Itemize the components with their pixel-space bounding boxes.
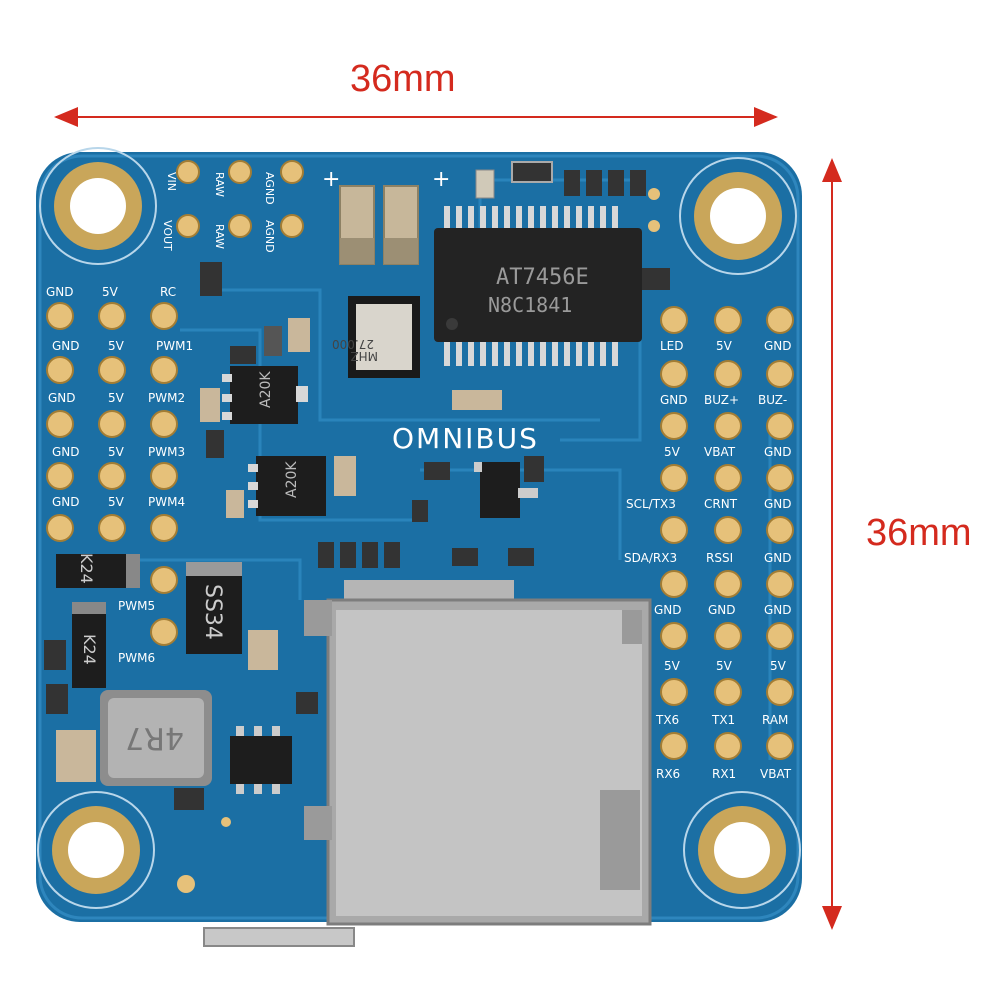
right-c2-label-8: RX1 xyxy=(712,767,736,781)
transistor xyxy=(474,462,538,518)
right-c3-label-8: VBAT xyxy=(760,767,792,781)
left-label-6: GND xyxy=(48,391,76,405)
mounting-hole-tl xyxy=(39,147,157,265)
diode-k24-b: K24 xyxy=(72,602,106,688)
height-dimension-label: 36mm xyxy=(866,512,972,554)
regulator-b: A20K xyxy=(248,456,326,516)
diode-k24-a: K24 xyxy=(56,553,140,588)
top-pads xyxy=(176,160,304,238)
right-c1-label-5: GND xyxy=(654,603,682,617)
left-label-12: GND xyxy=(52,495,80,509)
right-c1-label-0: LED xyxy=(660,339,684,353)
right-c2-label-7: TX1 xyxy=(711,713,735,727)
crystal-marking-1: 27.000 xyxy=(332,337,374,351)
left-label-0: GND xyxy=(46,285,74,299)
vias xyxy=(221,188,660,827)
mounting-hole-bl xyxy=(37,791,155,909)
right-c3-label-6: 5V xyxy=(770,659,787,673)
right-c1-label-4: SDA/RX3 xyxy=(624,551,677,565)
osd-chip: AT7456E N8C1841 xyxy=(434,206,642,366)
right-c1-label-6: 5V xyxy=(664,659,681,673)
label-raw-2: RAW xyxy=(213,224,226,249)
left-label-10: 5V xyxy=(108,445,125,459)
crystal-oscillator: 27.000 MHZ xyxy=(332,296,420,378)
mounting-hole-tr xyxy=(679,157,797,275)
label-plus-2: + xyxy=(432,167,450,192)
right-c3-label-7: RAM xyxy=(762,713,788,727)
right-c1-label-2: 5V xyxy=(664,445,681,459)
left-label-14: PWM4 xyxy=(148,495,185,509)
left-label-5: PWM1 xyxy=(156,339,193,353)
usb-connector xyxy=(177,875,355,947)
mosfet xyxy=(230,726,292,794)
right-c3-label-2: GND xyxy=(764,445,792,459)
label-vin: VIN xyxy=(165,172,178,191)
inductor-marking: 4R7 xyxy=(125,720,184,755)
right-c2-label-2: VBAT xyxy=(704,445,736,459)
osd-chip-marking-1: AT7456E xyxy=(496,265,589,290)
label-plus-1: + xyxy=(322,167,340,192)
right-c2-label-4: RSSI xyxy=(706,551,733,565)
width-dimension-label: 36mm xyxy=(350,58,456,100)
right-c3-label-1: BUZ- xyxy=(758,393,787,407)
smd-components xyxy=(44,161,670,810)
left-label-11: PWM3 xyxy=(148,445,185,459)
left-label-13: 5V xyxy=(108,495,125,509)
right-c2-label-1: BUZ+ xyxy=(704,393,739,407)
right-c1-label-3: SCL/TX3 xyxy=(626,497,676,511)
mounting-hole-br xyxy=(683,791,801,909)
right-c2-label-6: 5V xyxy=(716,659,733,673)
diode-ss34-marking: SS34 xyxy=(200,584,225,640)
right-c1-label-8: RX6 xyxy=(656,767,680,781)
right-c1-label-1: GND xyxy=(660,393,688,407)
board-name: OMNIBUS xyxy=(392,422,539,455)
inductor: 4R7 xyxy=(100,690,212,786)
label-agnd-1: AGND xyxy=(263,172,276,205)
left-label-1: 5V xyxy=(102,285,119,299)
diode-ss34: SS34 xyxy=(186,562,242,654)
osd-chip-marking-2: N8C1841 xyxy=(488,293,572,317)
regulator-a: A20K xyxy=(222,366,308,424)
right-c3-label-5: GND xyxy=(764,603,792,617)
right-c3-label-3: GND xyxy=(764,497,792,511)
right-c2-label-5: GND xyxy=(708,603,736,617)
left-label-pwm6: PWM6 xyxy=(118,651,155,665)
left-label-2: RC xyxy=(160,285,176,299)
right-header-pads xyxy=(660,306,794,760)
left-header-pads xyxy=(46,302,178,646)
right-c2-label-3: CRNT xyxy=(704,497,738,511)
diode-k24-b-marking: K24 xyxy=(80,634,99,665)
label-raw-1: RAW xyxy=(213,172,226,197)
right-c1-label-7: TX6 xyxy=(655,713,679,727)
left-label-3: GND xyxy=(52,339,80,353)
left-label-7: 5V xyxy=(108,391,125,405)
left-label-8: PWM2 xyxy=(148,391,185,405)
regulator-a-marking: A20K xyxy=(258,371,274,408)
right-c3-label-0: GND xyxy=(764,339,792,353)
label-vout: VOUT xyxy=(161,220,174,251)
label-agnd-2: AGND xyxy=(263,220,276,253)
left-label-pwm5: PWM5 xyxy=(118,599,155,613)
regulator-b-marking: A20K xyxy=(284,461,300,498)
right-c3-label-4: GND xyxy=(764,551,792,565)
right-c2-label-0: 5V xyxy=(716,339,733,353)
diode-k24-a-marking: K24 xyxy=(77,553,96,584)
left-label-4: 5V xyxy=(108,339,125,353)
tantalum-capacitors xyxy=(339,185,419,265)
crystal-marking-2: MHZ xyxy=(350,349,378,363)
sd-card-slot xyxy=(304,580,652,926)
left-label-9: GND xyxy=(52,445,80,459)
